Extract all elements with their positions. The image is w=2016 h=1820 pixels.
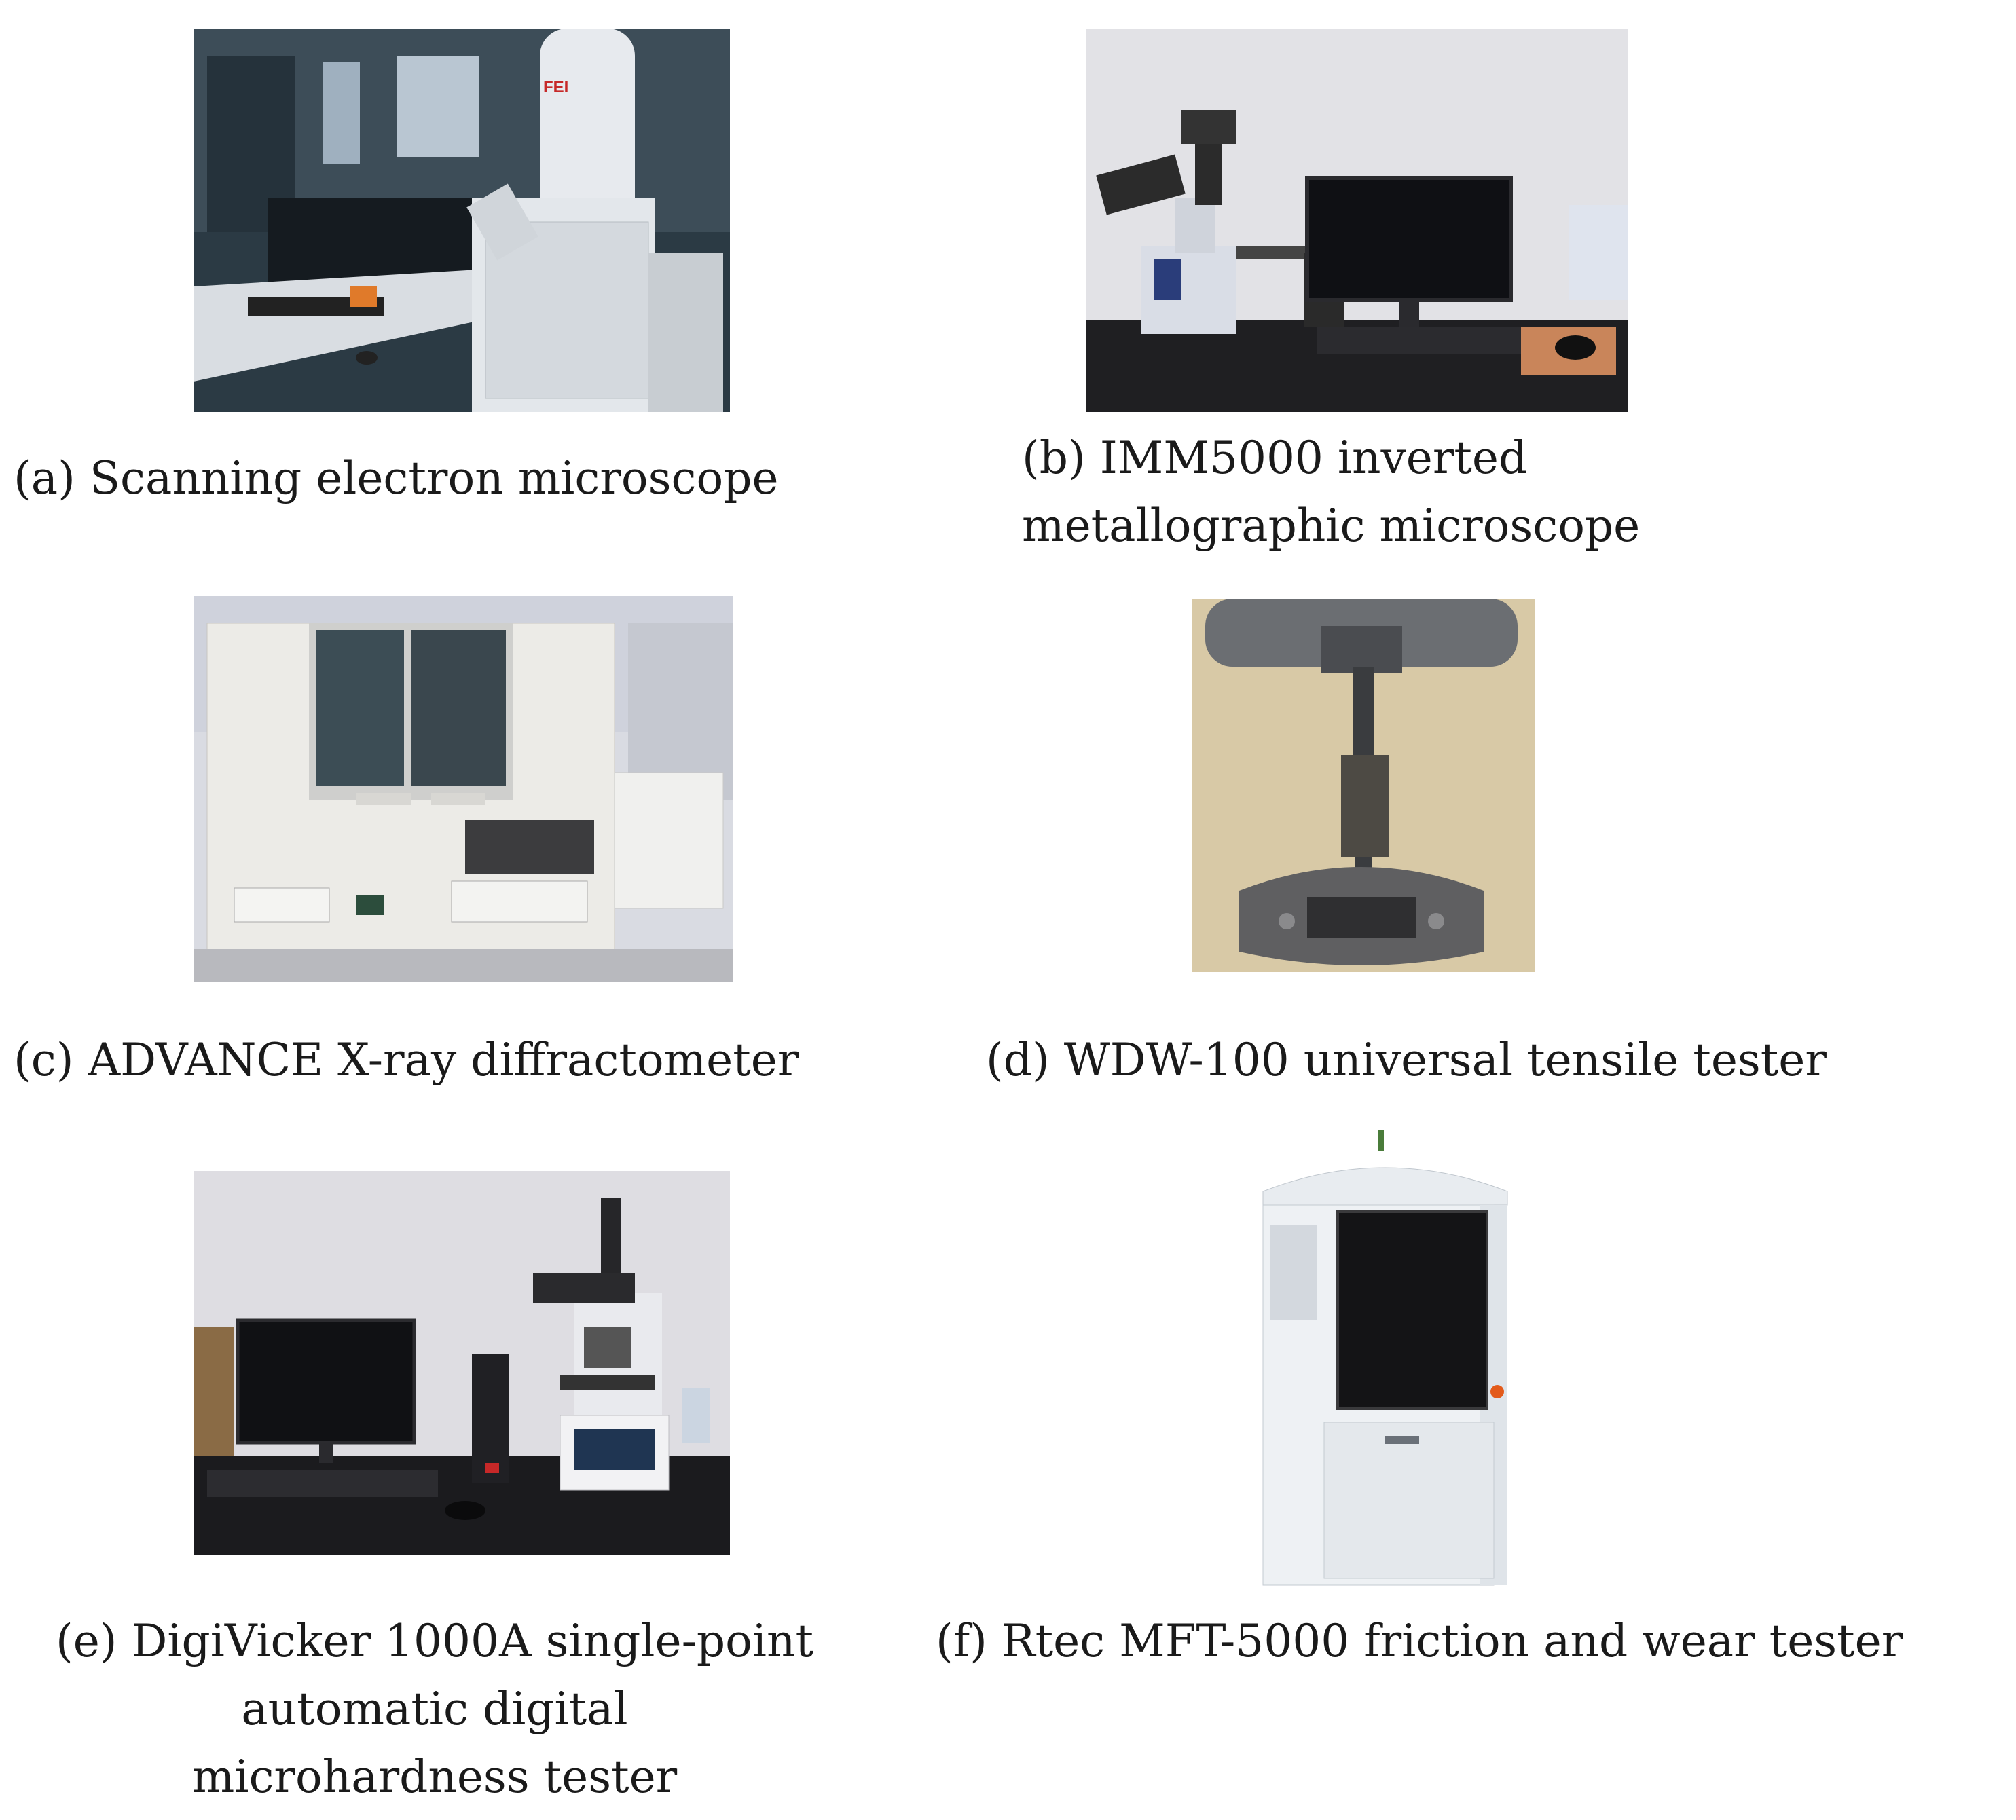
fei-logo: FEI [543,78,584,105]
caption-line: (d) WDW-100 universal tensile tester [986,1034,1827,1086]
photo-tensile-tester [1192,599,1535,972]
fei-logo-text: FEI [543,78,569,96]
caption-e: (e) DigiVicker 1000A single-point automa… [14,1608,856,1811]
caption-c: (c) ADVANCE X-ray diffractometer [14,1026,799,1094]
caption-b: (b) IMM5000 inverted metallographic micr… [1022,424,1640,560]
caption-line: metallographic microscope [1022,500,1641,552]
photo-microhardness-tester [194,1171,730,1555]
photo-sem [194,29,730,412]
caption-line: (f) Rtec MFT-5000 friction and wear test… [936,1615,1903,1667]
caption-line: (e) DigiVicker 1000A single-point [55,1615,813,1667]
caption-line: (b) IMM5000 inverted [1022,432,1528,484]
caption-line: (c) ADVANCE X-ray diffractometer [14,1034,799,1086]
caption-d: (d) WDW-100 universal tensile tester [986,1026,1827,1094]
caption-line: automatic digital [241,1683,628,1735]
photo-friction-wear-tester [1249,1130,1521,1599]
caption-line: microhardness tester [191,1751,678,1803]
photo-xray-diffractometer [194,596,733,982]
caption-line: (a) Scanning electron microscope [14,452,779,504]
photo-metallographic-microscope [1086,29,1628,412]
caption-f: (f) Rtec MFT-5000 friction and wear test… [936,1608,1903,1675]
caption-a: (a) Scanning electron microscope [14,445,779,513]
